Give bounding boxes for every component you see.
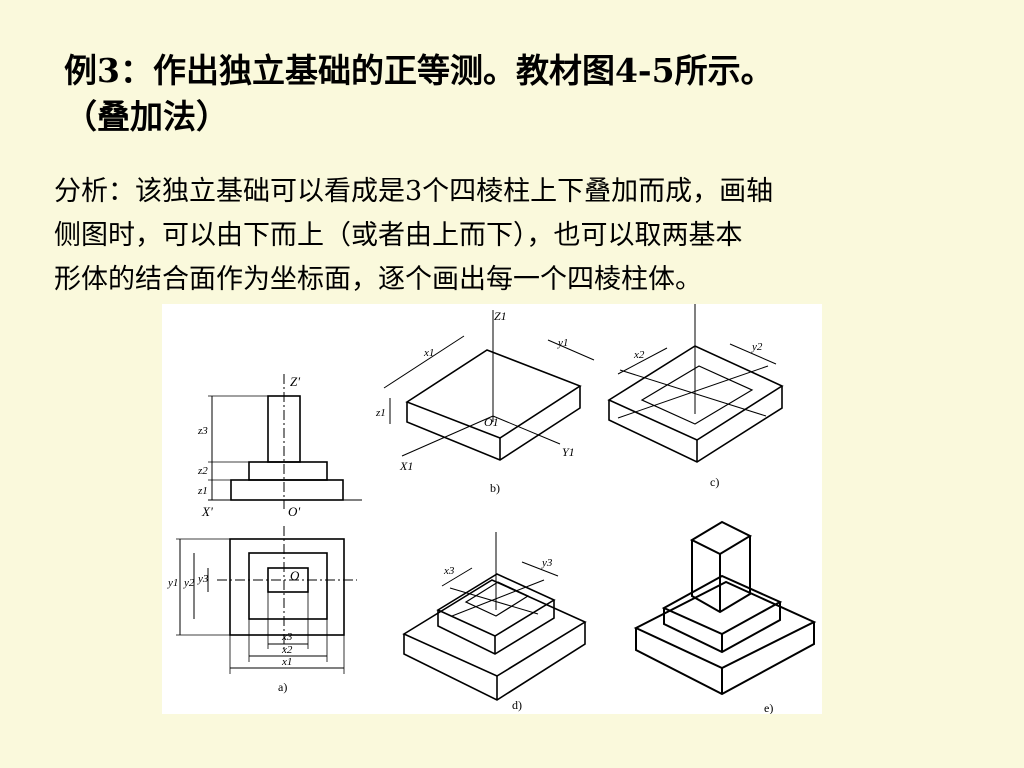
caption-b: b) (490, 481, 500, 495)
label-z-prime: Z' (290, 374, 300, 389)
caption-e: e) (764, 701, 773, 714)
title-line-1: 例3：作出独立基础的正等测。教材图4-5所示。 (64, 51, 774, 90)
slide-title: 例3：作出独立基础的正等测。教材图4-5所示。 （叠加法） (64, 48, 964, 140)
label-b-x1: x1 (423, 347, 434, 359)
label-z3: z3 (197, 425, 208, 437)
analysis-line-2: 侧图时，可以由下而上（或者由上而下），也可以取两基本 (54, 220, 743, 251)
label-d-y3: y3 (541, 557, 553, 569)
label-x3: x3 (281, 631, 293, 643)
label-z1: z1 (197, 485, 208, 497)
label-b-z1: z1 (375, 407, 386, 419)
caption-a: a) (278, 680, 287, 694)
label-c-x2: x2 (633, 349, 645, 361)
label-x1-axis: X1 (399, 459, 413, 473)
figure-drawing: Z' X' O' z3 z2 z1 O y1 y2 y3 x3 x2 x1 a) (167, 304, 817, 714)
label-x1: x1 (281, 656, 292, 668)
label-x2: x2 (281, 644, 293, 656)
panel-e-complete (633, 520, 817, 696)
analysis-line-1: 分析：该独立基础可以看成是3个四棱柱上下叠加而成，画轴 (54, 176, 774, 207)
panel-c-base-outline (607, 304, 784, 463)
label-y1: y1 (167, 577, 178, 589)
caption-c: c) (710, 475, 719, 489)
label-o1: O1 (484, 415, 499, 429)
label-z1-axis: Z1 (494, 309, 507, 323)
label-y1-axis: Y1 (562, 445, 575, 459)
label-x-prime: X' (201, 504, 213, 519)
analysis-paragraph: 分析：该独立基础可以看成是3个四棱柱上下叠加而成，画轴 侧图时，可以由下而上（或… (54, 170, 984, 302)
caption-d: d) (512, 698, 522, 712)
foundation-figure: Z' X' O' z3 z2 z1 O y1 y2 y3 x3 x2 x1 a) (162, 304, 822, 714)
analysis-line-3: 形体的结合面作为坐标面，逐个画出每一个四棱柱体。 (54, 264, 702, 295)
label-y2: y2 (183, 577, 195, 589)
panel-a-top-view (176, 526, 357, 674)
panel-b-base-slab (383, 310, 595, 461)
label-o-top: O (290, 568, 300, 583)
label-o-prime: O' (288, 504, 300, 519)
panel-d-two-layers (402, 532, 587, 701)
title-line-2: （叠加法） (64, 97, 229, 136)
label-b-y1: y1 (557, 337, 568, 349)
label-y3: y3 (197, 573, 209, 585)
label-z2: z2 (197, 465, 208, 477)
panel-a-front-view (208, 374, 362, 509)
label-d-x3: x3 (443, 565, 455, 577)
label-c-y2: y2 (751, 341, 763, 353)
